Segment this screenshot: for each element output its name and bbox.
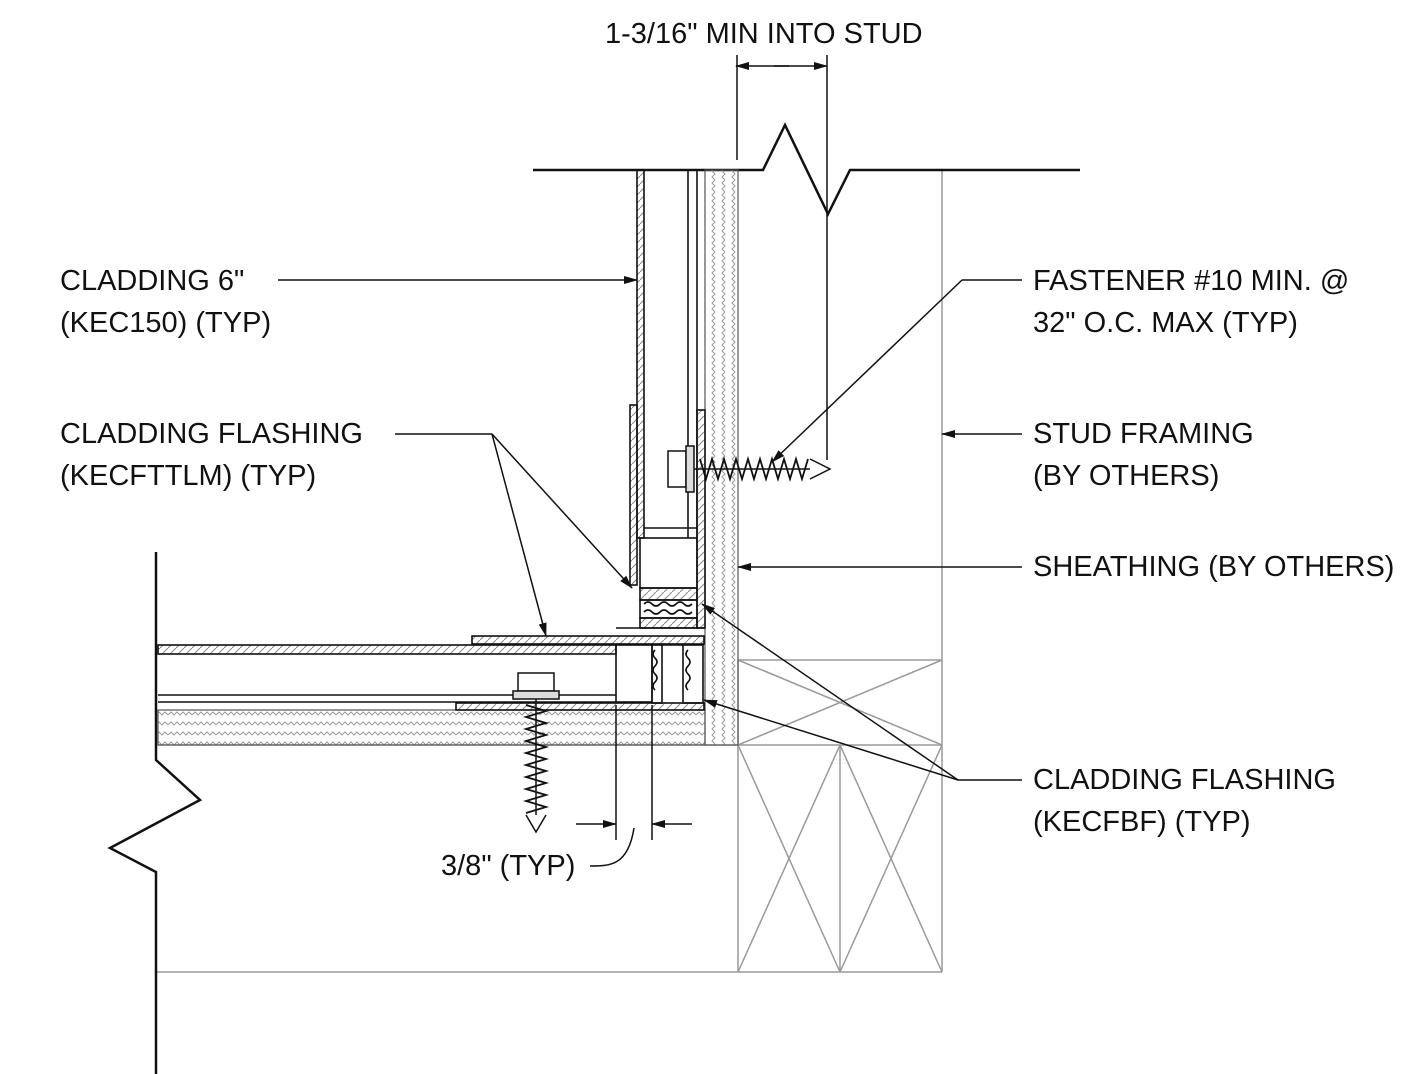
stud-framing-line2: (BY OTHERS): [1033, 460, 1220, 492]
cladding-vertical: [629, 169, 706, 629]
flashing-kecfttlm-line2: (KECFTTLM) (TYP): [60, 460, 317, 492]
stud-framing-label: STUD FRAMING (BY OTHERS): [1033, 413, 1254, 497]
fastener-label: FASTENER #10 MIN. @ 32" O.C. MAX (TYP): [1033, 260, 1349, 344]
fastener-vertical: [512, 672, 560, 834]
sheathing-label: SHEATHING (BY OTHERS): [1033, 551, 1395, 583]
sheathing: [157, 169, 739, 746]
dimension-top: [735, 55, 828, 460]
flashing-kecfbf-label: CLADDING FLASHING (KECFBF) (TYP): [1033, 759, 1336, 843]
leader-lines: [278, 276, 1022, 781]
cladding-label-line1: CLADDING 6": [60, 265, 245, 297]
dimension-bottom: [576, 705, 692, 867]
cladding-label: CLADDING 6" (KEC150) (TYP): [60, 260, 271, 344]
flashing-kecfttlm-line1: CLADDING FLASHING: [60, 418, 363, 450]
flashing-kecfttlm-label: CLADDING FLASHING (KECFTTLM) (TYP): [60, 413, 363, 497]
fastener-label-line2: 32" O.C. MAX (TYP): [1033, 307, 1298, 339]
fastener-label-line1: FASTENER #10 MIN. @: [1033, 265, 1350, 297]
fastener-horizontal: [667, 445, 832, 493]
cladding-horizontal: [157, 627, 705, 711]
dimension-bottom-label: 3/8" (TYP): [441, 850, 576, 882]
flashing-kecfbf-line2: (KECFBF) (TYP): [1033, 806, 1251, 838]
stud-framing-line1: STUD FRAMING: [1033, 418, 1254, 450]
stud-framing: [155, 170, 943, 973]
flashing-kecfbf-line1: CLADDING FLASHING: [1033, 764, 1336, 796]
cladding-label-line2: (KEC150) (TYP): [60, 307, 272, 339]
dimension-top-label: 1-3/16" MIN INTO STUD: [605, 18, 923, 50]
